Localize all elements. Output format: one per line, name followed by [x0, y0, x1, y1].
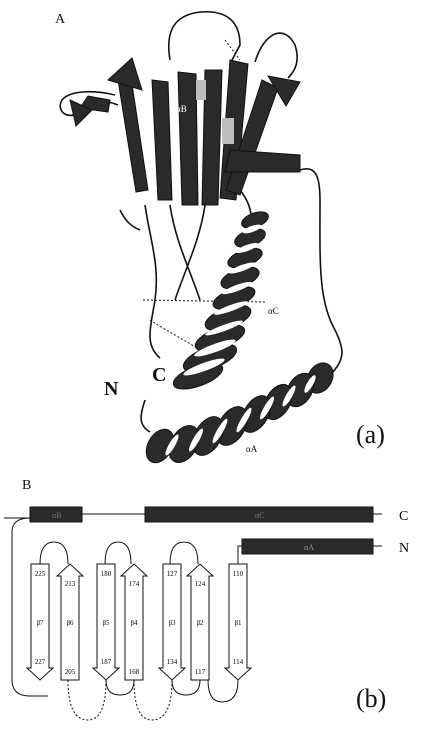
strand-end-residue: 187	[101, 658, 112, 666]
panel-a-letter: A	[55, 12, 65, 28]
c-terminus-label: C	[152, 364, 166, 387]
n-terminus-label: N	[104, 378, 118, 401]
topology-c-terminus: C	[399, 509, 408, 524]
strand-end-residue: 168	[129, 668, 140, 676]
helix-label-alpha-b: αB	[52, 511, 62, 520]
label-alpha-b: αB	[176, 104, 187, 114]
strand-arrow	[108, 58, 142, 90]
topology-n-terminus: N	[399, 541, 409, 556]
helix-label-alpha-c: αC	[255, 511, 265, 520]
label-alpha-a: αA	[246, 444, 257, 454]
label-alpha-c: αC	[268, 306, 279, 316]
strand-start-residue: 225	[35, 570, 46, 578]
strand-start-residue: 110	[233, 570, 244, 578]
strand-arrow	[152, 80, 172, 200]
helix-label-alpha-a: αA	[304, 543, 314, 552]
strand-arrow	[118, 80, 148, 192]
beta-sheet	[70, 58, 300, 205]
strand-end-residue: 134	[167, 658, 178, 666]
strand-arrow	[225, 150, 300, 172]
topology-dotted-connectors	[68, 680, 172, 720]
strand-name: β2	[196, 619, 204, 627]
strand-name: β3	[168, 619, 176, 627]
helix-bars: αB αC αA	[30, 507, 373, 554]
panel-a-caption: (a)	[356, 420, 385, 450]
strand-start-residue: 127	[167, 570, 178, 578]
strand-name: β5	[102, 619, 110, 627]
strand-start-residue: 213	[65, 580, 76, 588]
panel-a-ribbon-diagram	[0, 0, 428, 480]
strand-name: β7	[36, 619, 44, 627]
strand-end-residue: 114	[233, 658, 244, 666]
strand-arrow	[178, 72, 198, 205]
strand-end-residue: 117	[195, 668, 206, 676]
strand-name: β1	[234, 619, 242, 627]
strand-end-residue: 227	[35, 658, 46, 666]
strand-name: β6	[66, 619, 74, 627]
strand-start-residue: 124	[195, 580, 206, 588]
strand-end-residue: 205	[65, 668, 76, 676]
strand-start-residue: 180	[101, 570, 112, 578]
strand-name: β4	[130, 619, 138, 627]
strand-arrows: 225 β7 227 213 β6 205 180 β5 187 174 β4 168 127 β3 134…	[27, 564, 251, 680]
panel-b-caption: (b)	[356, 684, 386, 714]
strand-start-residue: 174	[129, 580, 140, 588]
